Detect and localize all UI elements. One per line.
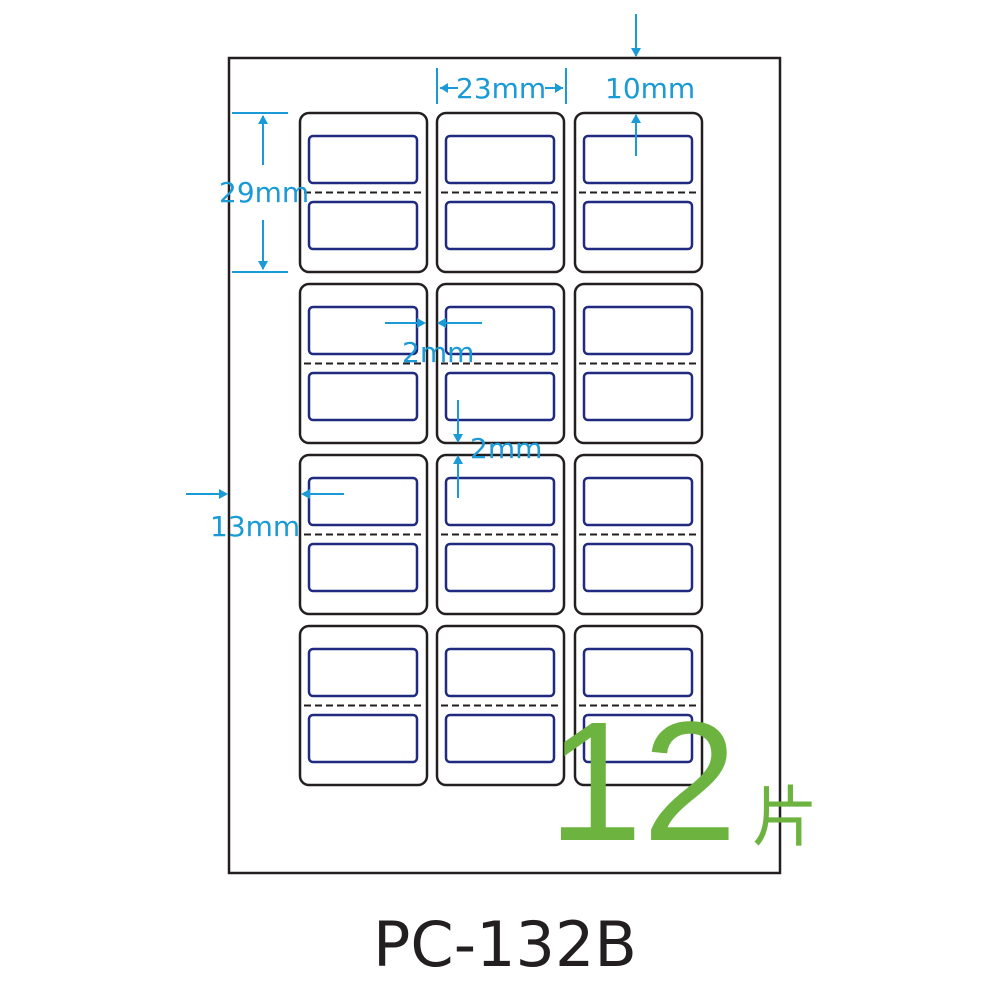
- label-frame: [307, 542, 419, 593]
- count-number: 12: [548, 687, 737, 877]
- label-frame: [582, 713, 694, 764]
- dimension-horizontal-gap: 2mm: [385, 318, 482, 369]
- label-frame: [444, 542, 556, 593]
- horizontal-gap-text: 2mm: [402, 336, 474, 369]
- label-frame: [582, 134, 694, 185]
- label-frame: [582, 200, 694, 251]
- label-frame: [307, 305, 419, 356]
- label-frame: [582, 647, 694, 698]
- label-count: 12 片: [548, 687, 818, 877]
- left-margin-text: 13mm: [210, 510, 300, 543]
- label-frame: [307, 647, 419, 698]
- label-frame: [582, 371, 694, 422]
- model-number: PC-132B: [373, 908, 637, 981]
- label-frame: [444, 134, 556, 185]
- label-frame: [307, 371, 419, 422]
- label-frame: [444, 713, 556, 764]
- label-frame: [582, 305, 694, 356]
- label-frame: [444, 476, 556, 527]
- label-height-text: 29mm: [219, 176, 309, 209]
- top-margin-text: 10mm: [605, 72, 695, 105]
- dimension-label-height: 29mm: [219, 112, 309, 273]
- label-frame: [582, 542, 694, 593]
- label-frame: [444, 371, 556, 422]
- label-frame: [444, 305, 556, 356]
- label-frame: [307, 134, 419, 185]
- label-frame: [307, 476, 419, 527]
- label-frame: [307, 713, 419, 764]
- label-frame: [307, 200, 419, 251]
- label-frame: [582, 476, 694, 527]
- count-unit: 片: [752, 779, 818, 856]
- vertical-gap-text: 2mm: [470, 432, 542, 465]
- dimension-label-width: 23mm: [436, 68, 567, 105]
- dimension-top-margin: 10mm: [605, 14, 695, 156]
- label-frame: [444, 200, 556, 251]
- label-frame: [444, 647, 556, 698]
- sheet-outline: [227, 56, 782, 875]
- dimension-left-margin: 13mm: [186, 489, 344, 543]
- label-grid: [298, 111, 704, 787]
- dimension-vertical-gap: 2mm: [453, 400, 542, 498]
- label-width-text: 23mm: [456, 72, 546, 105]
